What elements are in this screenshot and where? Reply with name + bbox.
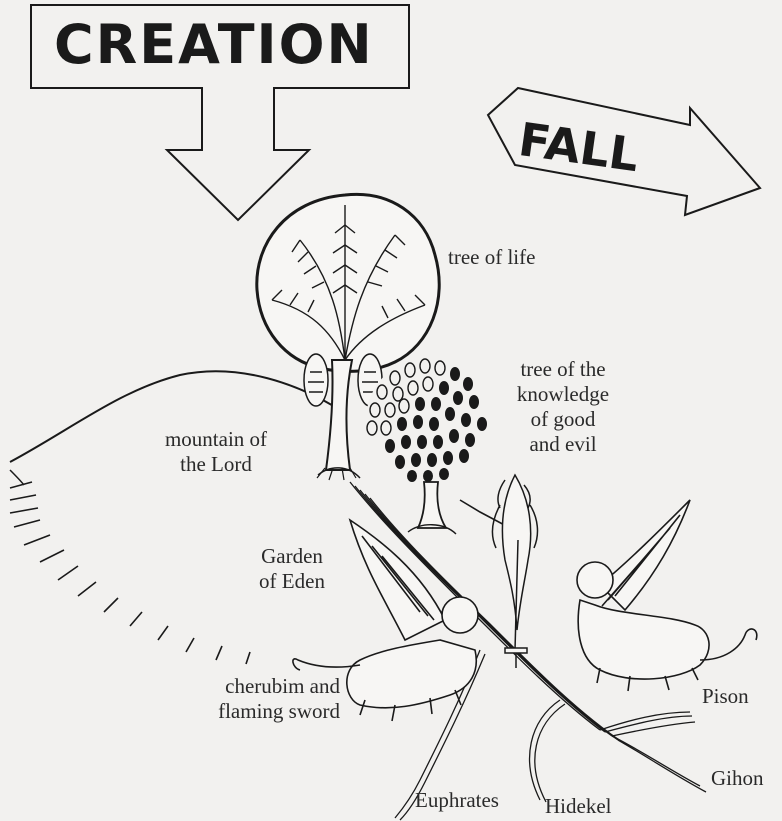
creation-heading: CREATION <box>54 13 374 76</box>
label-mountain-of-the-lord: mountain of the Lord <box>146 427 286 477</box>
cherub-right <box>577 500 757 691</box>
tree-of-knowledge <box>366 358 510 534</box>
label-tree-of-knowledge: tree of the knowledge of good and evil <box>508 357 618 457</box>
label-river-gihon: Gihon <box>711 766 764 791</box>
label-river-pison: Pison <box>702 684 749 709</box>
label-river-euphrates: Euphrates <box>415 788 499 813</box>
label-river-hidekel: Hidekel <box>545 794 611 819</box>
label-cherubim-and-flaming-sword: cherubim and flaming sword <box>195 674 340 724</box>
garden-slope-hatching <box>10 482 250 664</box>
label-garden-of-eden: Garden of Eden <box>252 544 332 594</box>
label-tree-of-life: tree of life <box>448 245 535 270</box>
